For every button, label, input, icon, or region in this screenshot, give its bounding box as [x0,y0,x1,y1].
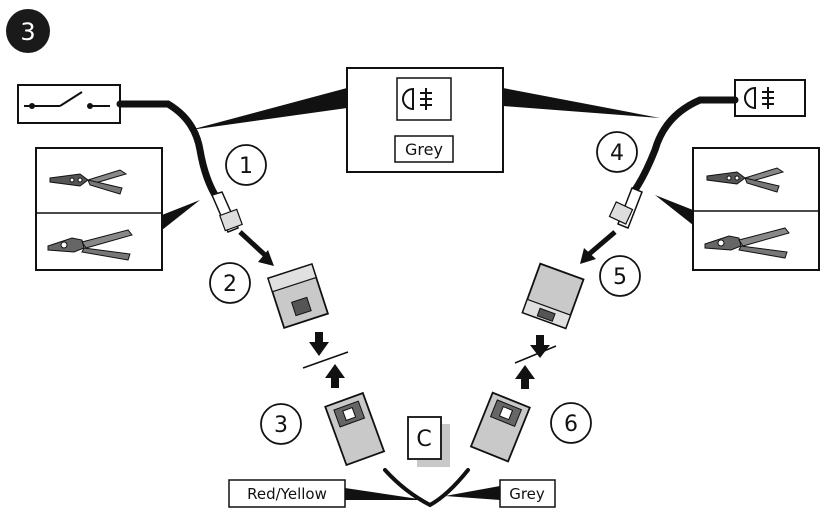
switch-box [17,84,121,124]
wires [116,96,739,508]
wire-label-red-yellow: Red/Yellow [247,485,327,503]
arrow-down [530,335,550,358]
wire-label-grey: Grey [509,485,545,503]
callout-3: 3 [260,403,302,445]
wire-color-panel: Grey [190,67,660,173]
connector-housing-left-upper [266,263,330,329]
arrows [238,230,617,389]
arrow-up [515,365,535,389]
connector-housing-right-lower [469,391,531,463]
svg-text:3: 3 [274,413,288,438]
callout-4: 4 [596,131,638,173]
callout-6: 6 [550,402,592,444]
arrow-down [309,332,329,356]
connector-letter-box: C [407,416,450,467]
svg-text:1: 1 [239,154,253,179]
arrow-down-right [238,230,274,266]
callout-5: 5 [599,255,641,297]
switch-icon [24,91,110,109]
connector-housing-left-lower [324,391,386,467]
svg-text:6: 6 [564,412,578,437]
connector-letter: C [416,427,431,452]
right-tool-box [655,147,820,271]
callout-2: 2 [209,262,251,304]
svg-text:5: 5 [613,265,627,290]
terminal-right [608,187,643,229]
separators [302,345,557,369]
wire-label-right: Grey [445,479,556,508]
wire-label-left: Red/Yellow [228,479,425,508]
step-badge: 3 [6,9,50,53]
arrow-up [325,364,345,388]
terminal-left [210,191,243,233]
connector-housing-right-upper [521,262,585,330]
step-number: 3 [20,18,35,46]
svg-text:4: 4 [610,141,624,166]
fog-lamp-box [734,79,806,117]
svg-text:2: 2 [223,272,237,297]
arrow-down-left [580,230,617,264]
left-tool-box [35,147,200,271]
callout-1: 1 [225,144,267,186]
wire-color-label: Grey [405,140,443,159]
